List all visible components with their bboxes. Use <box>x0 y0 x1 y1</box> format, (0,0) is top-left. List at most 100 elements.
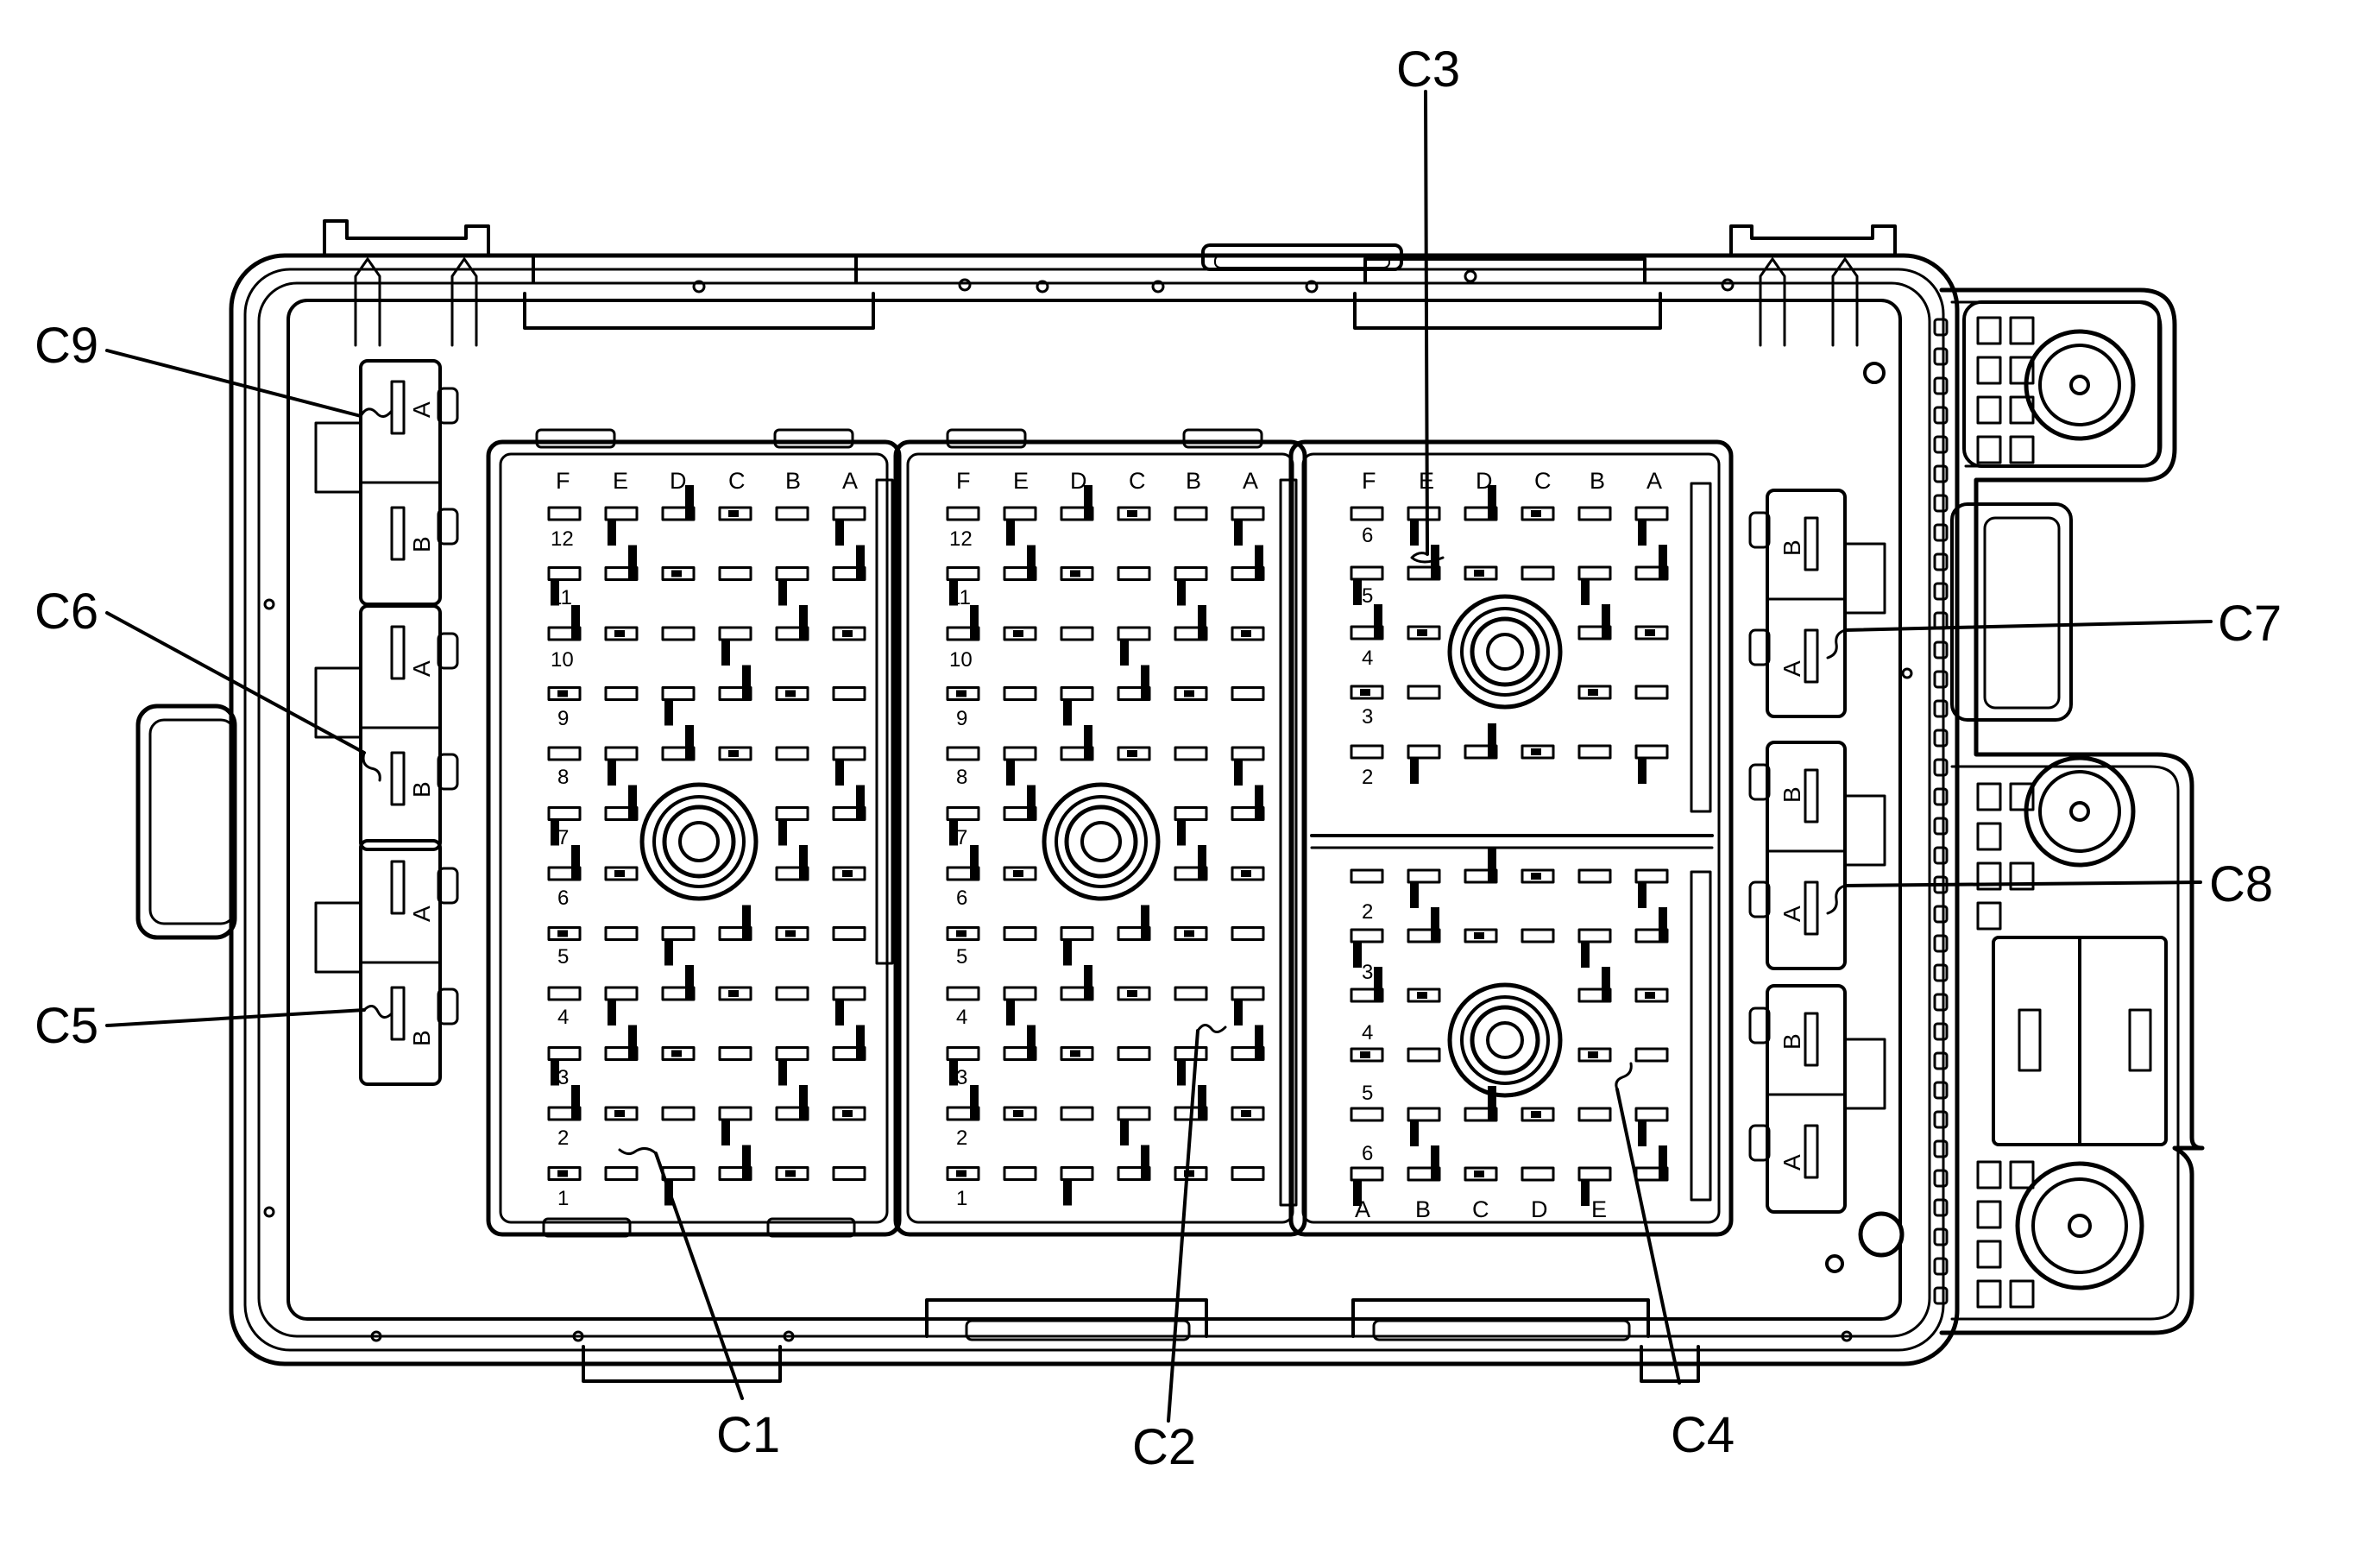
c3-col-label: B <box>1590 468 1605 494</box>
c7-cavity-label: B <box>1779 540 1805 556</box>
c1-pin-cavity <box>832 626 866 641</box>
c2-row-label: 9 <box>956 707 967 730</box>
c1-pin-cavity <box>661 1046 696 1061</box>
relay-terminal <box>2009 435 2035 464</box>
c3-pin-cavity <box>1577 565 1612 605</box>
c1-pin-cavity <box>775 746 809 761</box>
c2-pin-cavity <box>1003 746 1037 786</box>
side-connector <box>1748 741 1886 970</box>
side-connector <box>314 359 459 606</box>
c2-pin-cavity <box>1117 1145 1151 1181</box>
c2-pin-cavity <box>1174 746 1208 761</box>
c1-pin-cavity <box>775 605 809 641</box>
c2-pin-cavity <box>1174 506 1208 521</box>
c2-row-label: 5 <box>956 945 967 969</box>
c2-pin-cavity <box>1003 1025 1037 1061</box>
c4-pin-cavity <box>1634 868 1669 908</box>
side-connector <box>314 839 459 1086</box>
c1-row-label: 7 <box>557 826 569 849</box>
c1-pin-cavity <box>775 1166 809 1181</box>
c3-pin-cavity <box>1577 685 1612 700</box>
c3-pin-cavity <box>1407 545 1441 581</box>
c1-pin-cavity <box>547 926 582 941</box>
c1-row-label: 9 <box>557 707 569 730</box>
relay-terminal <box>1976 822 2002 851</box>
strip-notch <box>1933 993 1949 1012</box>
c1-pin-cavity <box>832 545 866 581</box>
c1-pin-cavity <box>775 686 809 701</box>
side-connector <box>314 604 459 851</box>
c4-pin-labels: 2 3 4 5 6 A B C D E <box>1355 900 1607 1222</box>
c3-pin-cavity <box>1521 744 1555 760</box>
callout-c4: C4 <box>1671 1407 1735 1463</box>
c3-pin-cavity <box>1634 744 1669 784</box>
c1-pin-cavity <box>604 626 639 641</box>
strip-notch <box>1933 670 1949 689</box>
c2-row-label: 1 <box>956 1187 967 1210</box>
c3-pin-cavity <box>1350 565 1384 605</box>
c1-pin-cavity <box>547 566 582 606</box>
c1-row-label: 3 <box>557 1066 569 1089</box>
c4-pin-cavity <box>1577 1166 1612 1206</box>
c2-pin-cavity <box>946 806 980 846</box>
c1-pin-cavity <box>832 1166 866 1181</box>
c3-pin-cavity <box>1521 565 1555 581</box>
c3-col-label: A <box>1646 468 1662 494</box>
c3-pin-cavity <box>1521 506 1555 521</box>
c4-pin-cavity <box>1407 1145 1441 1182</box>
relay-middle <box>1992 755 2168 1146</box>
c1-pin-cavity <box>604 1106 639 1121</box>
c1-row-label: 6 <box>557 887 569 910</box>
c2-row-label: 10 <box>949 648 973 672</box>
strip-notch <box>1933 1139 1949 1158</box>
c3-col-label: F <box>1362 468 1376 494</box>
c2-pin-cavity <box>946 926 980 941</box>
c1-pin-cavity <box>775 566 809 606</box>
left-side-connectors <box>314 359 459 1086</box>
c1-pin-cavity <box>604 785 639 821</box>
c3-pin-cavity <box>1634 625 1669 641</box>
c2-pin-cavity <box>1117 665 1151 701</box>
relay-terminal <box>1976 395 2002 425</box>
strip-notch <box>1933 758 1949 777</box>
c2-pin-cavity <box>1003 686 1037 701</box>
strip-notch <box>1933 406 1949 425</box>
c2-pin-cavity <box>1231 1025 1265 1061</box>
c3-row-label: 6 <box>1362 524 1373 547</box>
c2-pin-cavity <box>1231 626 1265 641</box>
c1-pin-cavity <box>832 926 866 941</box>
relay-terminal <box>2009 395 2035 425</box>
callout-c2: C2 <box>1132 1419 1196 1475</box>
strip-notch <box>1933 905 1949 924</box>
strip-notch <box>1933 1110 1949 1129</box>
relay-terminal <box>1976 1279 2002 1309</box>
c1-pin-cavity <box>604 1166 639 1181</box>
c1-pin-cavity <box>604 986 639 1025</box>
c2-pin-cavity <box>1231 1166 1265 1181</box>
c9-cavity-label: B <box>408 536 435 552</box>
c4-pin-cavity <box>1350 868 1384 884</box>
c2-pin-cavity <box>1231 746 1265 786</box>
c1-pin-cavity <box>718 1106 752 1145</box>
strip-notch <box>1933 318 1949 337</box>
c2-pin-cavity <box>1003 1166 1037 1181</box>
relay-terminal <box>1976 861 2002 891</box>
c4-pin-cavity <box>1407 868 1441 908</box>
strip-notch <box>1933 963 1949 982</box>
c3-row-label: 5 <box>1362 584 1373 608</box>
c1-pin-cavity <box>604 686 639 701</box>
c2-col-label: A <box>1243 468 1258 494</box>
c2-pin-cavity <box>1003 545 1037 581</box>
callout-c9: C9 <box>35 318 98 374</box>
c2-pin-cavity <box>1060 725 1094 761</box>
c1-pin-cavity <box>832 746 866 786</box>
side-connector <box>1748 489 1886 718</box>
c1-pin-cavity <box>661 1106 696 1121</box>
relay-terminal <box>1976 1200 2002 1229</box>
strip-notch <box>1933 464 1949 483</box>
c4-coding-key <box>1447 982 1563 1098</box>
c2-pin-cavity <box>1231 926 1265 941</box>
c1-pin-cavity <box>547 986 582 1001</box>
c1-pin-cavity <box>832 1106 866 1121</box>
c2-pin-cavity <box>1060 965 1094 1001</box>
